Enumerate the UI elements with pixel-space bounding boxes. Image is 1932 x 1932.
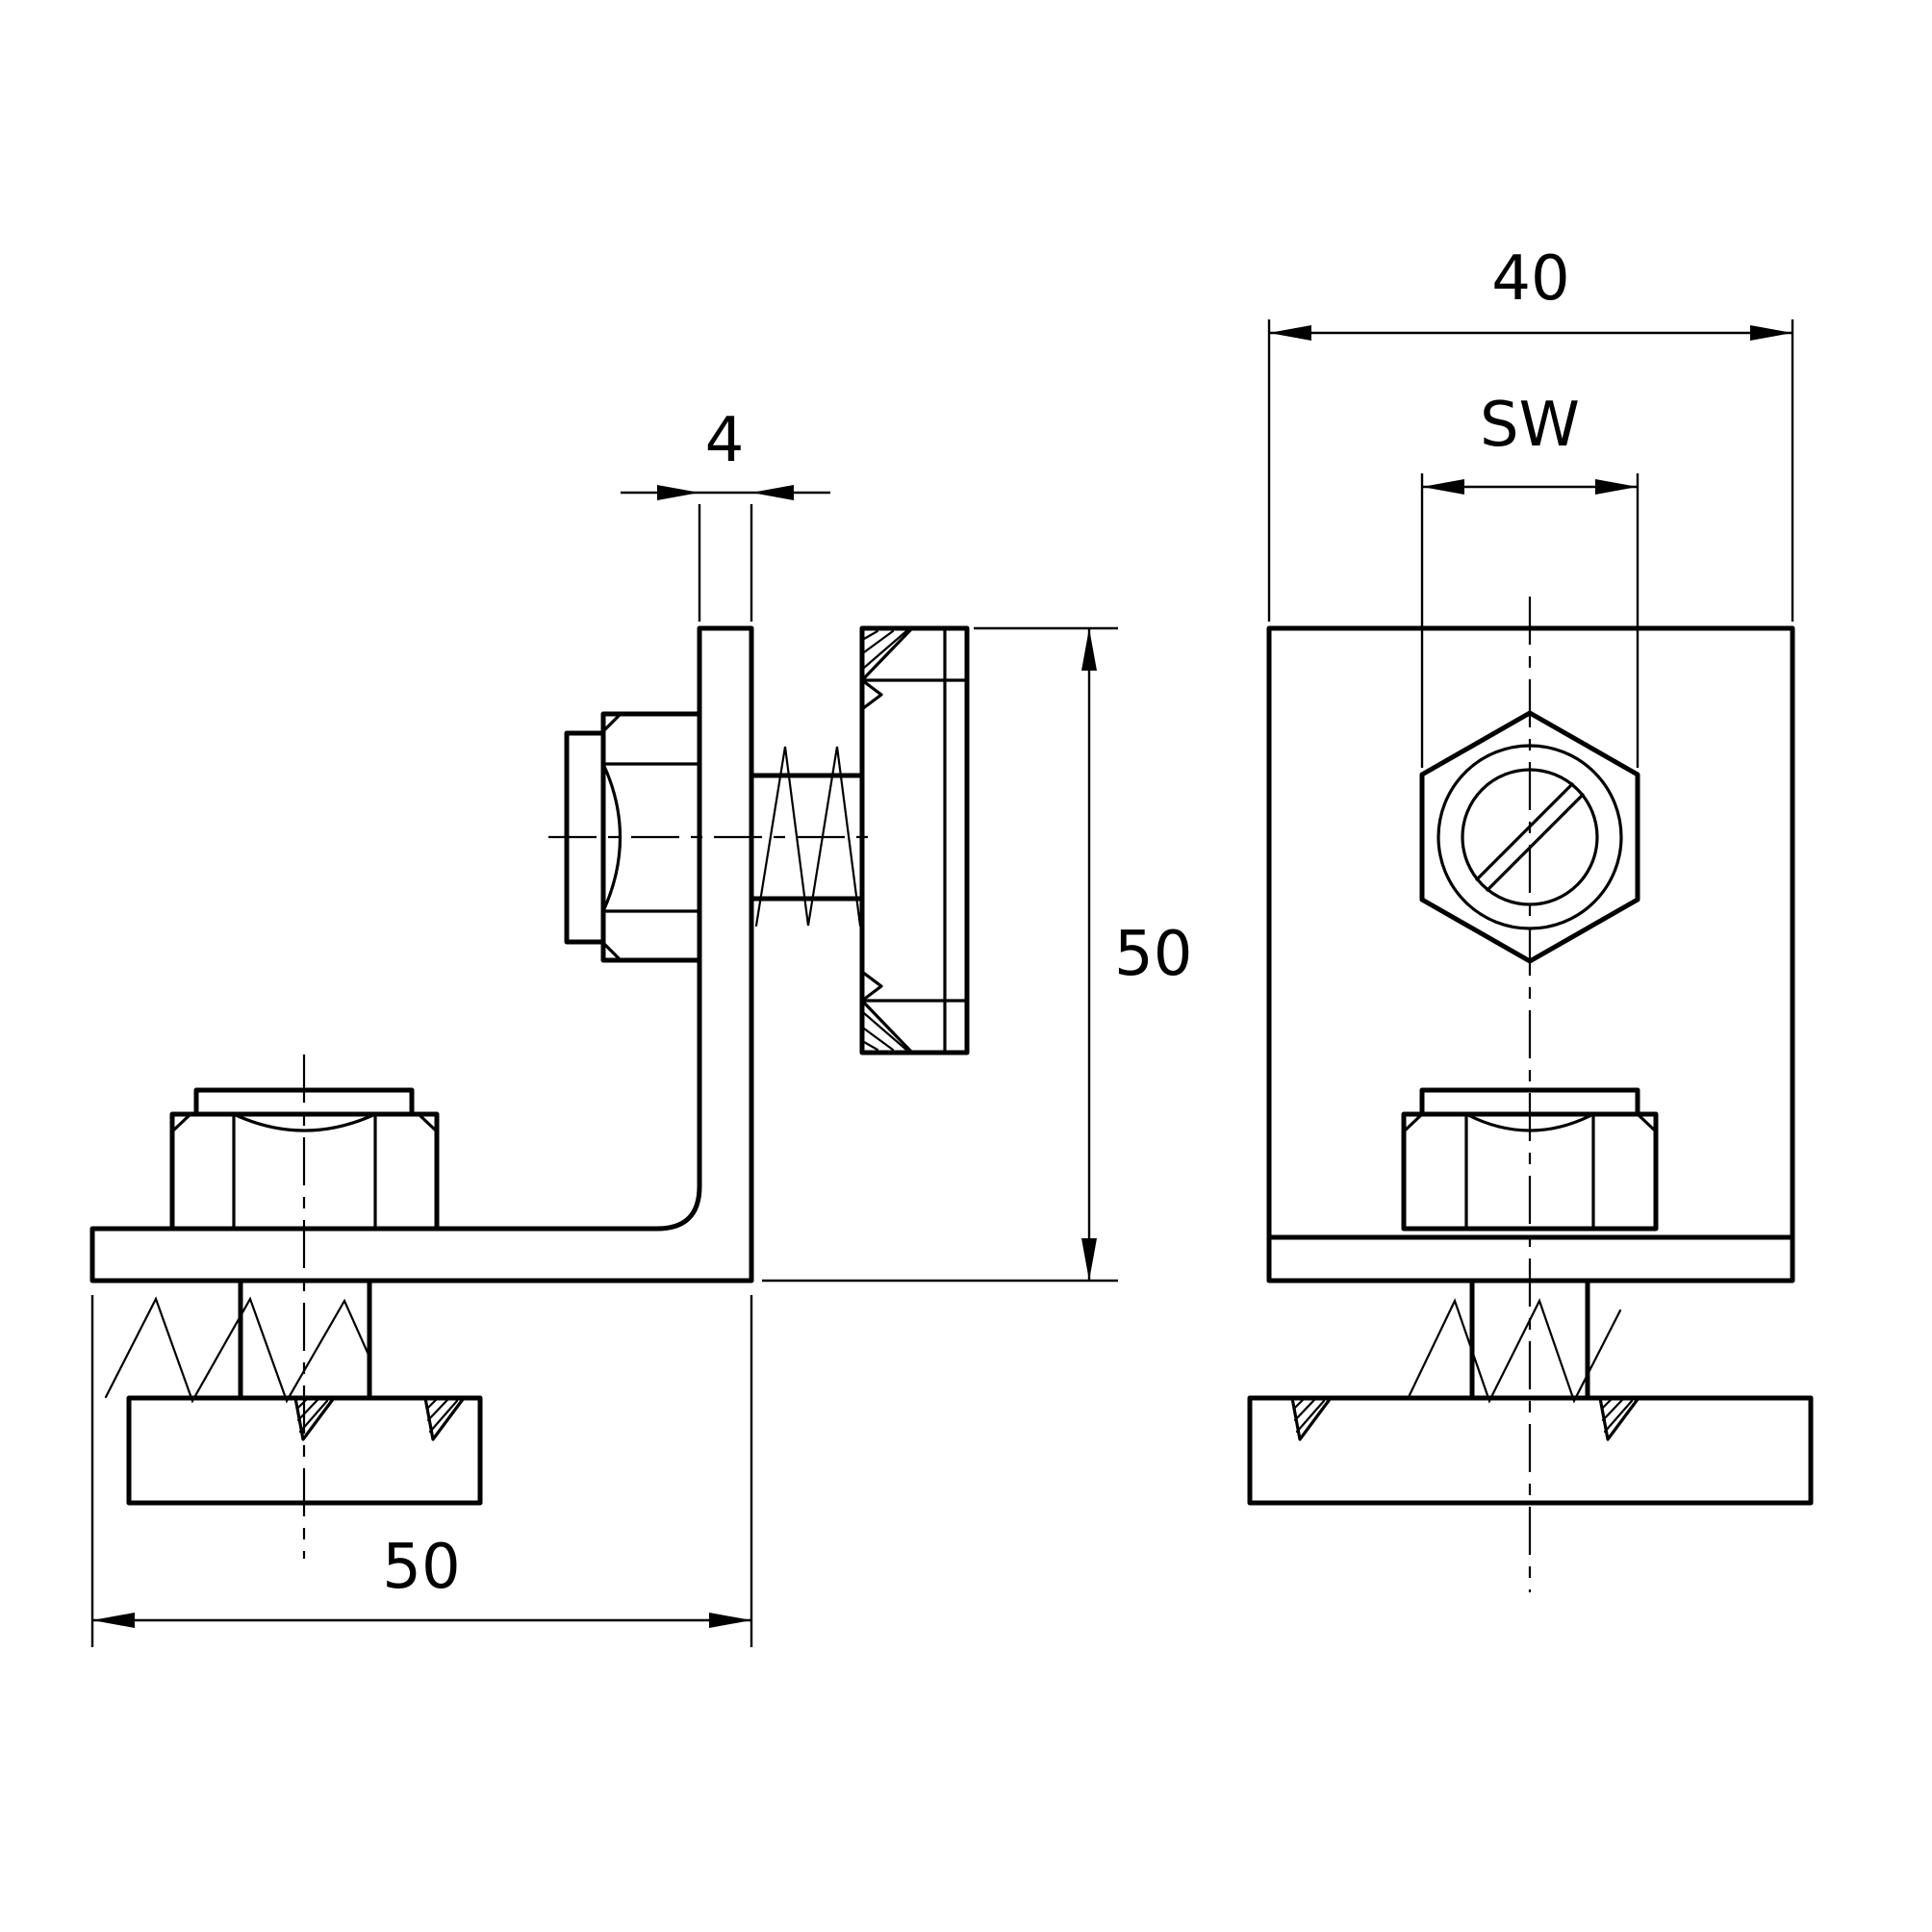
dim-depth-label: 50 bbox=[382, 1532, 460, 1603]
claw-hatching bbox=[1600, 1398, 1634, 1434]
front-view: 40 SW bbox=[1247, 243, 1814, 1592]
base-stud-spring bbox=[104, 1278, 372, 1404]
upper-channel-nut bbox=[859, 625, 970, 1055]
claw-hatching bbox=[425, 1398, 459, 1434]
claw-hatching bbox=[862, 629, 908, 670]
arrowhead bbox=[751, 485, 794, 500]
screw-slot bbox=[1475, 782, 1574, 881]
nut-chamfer bbox=[1636, 1112, 1658, 1133]
front-channel-nut bbox=[1247, 1395, 1814, 1506]
bolt-chamfer-arc bbox=[601, 762, 622, 913]
dim-width: 40 bbox=[1267, 243, 1794, 622]
channel-nut-body bbox=[859, 625, 970, 1055]
arrowhead bbox=[92, 1613, 135, 1628]
claw-outline bbox=[860, 626, 914, 682]
l-bracket-outline bbox=[89, 625, 754, 1284]
upper-stud-spring bbox=[749, 746, 865, 928]
claw-hatching bbox=[1292, 1398, 1326, 1434]
spring-coil bbox=[104, 1296, 370, 1404]
dim-sw: SW bbox=[1420, 390, 1640, 768]
arrowhead bbox=[709, 1613, 751, 1628]
dim-width-label: 40 bbox=[1491, 243, 1569, 315]
nut-chamfer bbox=[417, 1112, 439, 1133]
spring-coil bbox=[1407, 1298, 1622, 1404]
arrowhead bbox=[1081, 1238, 1097, 1281]
arrowhead bbox=[1595, 479, 1638, 495]
arrowhead bbox=[1422, 479, 1464, 495]
screw-slot bbox=[1486, 793, 1585, 892]
arrowhead bbox=[1750, 325, 1792, 341]
front-stud-spring bbox=[1407, 1278, 1622, 1404]
side-view: 4 50 50 bbox=[89, 405, 1192, 1647]
dim-depth: 50 bbox=[90, 1295, 753, 1647]
claw-outline bbox=[860, 999, 914, 1055]
bolt-chamfer bbox=[601, 941, 623, 962]
nut-chamfer bbox=[170, 1112, 192, 1133]
claw-tip bbox=[860, 678, 883, 711]
arrowhead bbox=[657, 485, 699, 500]
arrowhead bbox=[1081, 628, 1097, 671]
claw-hatching bbox=[862, 1011, 908, 1052]
dim-height-label: 50 bbox=[1114, 919, 1192, 990]
bolt-chamfer bbox=[601, 712, 623, 733]
dim-thickness-label: 4 bbox=[705, 405, 745, 476]
nut-chamfer bbox=[1402, 1112, 1424, 1133]
dim-sw-label: SW bbox=[1480, 390, 1580, 461]
dim-thickness: 4 bbox=[621, 405, 830, 622]
channel-nut-body bbox=[1247, 1395, 1814, 1506]
claw-tip bbox=[860, 970, 883, 1003]
spring-coil bbox=[754, 746, 862, 928]
upper-hex-bolt bbox=[548, 711, 876, 963]
arrowhead bbox=[1269, 325, 1311, 341]
nut-chamfer-arc bbox=[232, 1112, 377, 1132]
dim-height: 50 bbox=[762, 626, 1192, 1283]
